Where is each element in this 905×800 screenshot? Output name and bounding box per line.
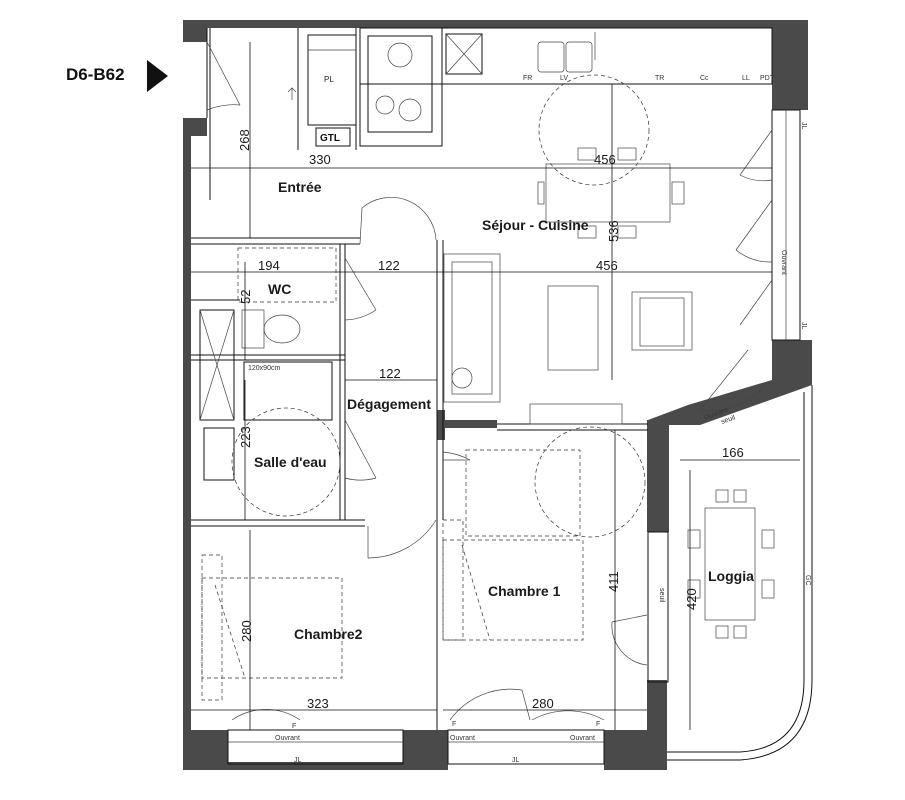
svg-text:LV: LV — [560, 75, 568, 82]
dim-122-mid: 122 — [379, 366, 401, 381]
room-chambre2: Chambre2 — [294, 626, 363, 642]
room-degagement: Dégagement — [347, 396, 431, 412]
svg-text:F: F — [596, 721, 600, 728]
bathroom-fixtures: 120x90cm — [199, 309, 377, 517]
svg-text:PDT: PDT — [760, 75, 775, 82]
svg-text:JL: JL — [800, 122, 807, 130]
interior-walls — [191, 28, 648, 730]
room-salle-eau: Salle d'eau — [254, 454, 327, 470]
dim-330: 330 — [309, 152, 331, 167]
svg-text:Ouvrant: Ouvrant — [275, 735, 300, 742]
svg-text:seuil: seuil — [720, 414, 736, 426]
pl-label: PL — [324, 75, 334, 84]
dim-268: 268 — [237, 129, 252, 151]
svg-text:Ouvrant: Ouvrant — [450, 735, 475, 742]
room-wc: WC — [268, 281, 291, 297]
svg-text:120x90cm: 120x90cm — [248, 365, 280, 372]
dim-420: 420 — [684, 588, 699, 610]
bottom-windows: Ouvrant JL F Ouvrant Ouvrant JL F F — [227, 721, 605, 765]
svg-text:JL: JL — [294, 757, 302, 764]
dim-280-left: 280 — [239, 620, 254, 642]
chambre1-furniture: seuil — [442, 426, 669, 683]
svg-text:FR: FR — [523, 75, 532, 82]
dim-122-top: 122 — [378, 258, 400, 273]
kitchen-counter: FR LV TR Cc LL PDT — [359, 27, 775, 147]
svg-text:TR: TR — [655, 75, 664, 82]
living-area — [443, 253, 693, 425]
loggia-outline: GC — [667, 385, 813, 761]
dim-536: 536 — [606, 220, 621, 242]
dim-194: 194 — [258, 258, 280, 273]
svg-text:seuil: seuil — [658, 588, 665, 603]
room-entree: Entrée — [278, 179, 322, 195]
svg-text:Ouvrant: Ouvrant — [570, 735, 595, 742]
svg-text:GC: GC — [804, 575, 811, 586]
chambre2-furniture — [201, 554, 605, 721]
degagement-doors — [359, 197, 471, 559]
svg-text:F: F — [452, 721, 456, 728]
sejour-windows: Ouvrant JL JL — [735, 109, 807, 341]
svg-text:Cc: Cc — [700, 75, 709, 82]
dim-280-bottom: 280 — [532, 696, 554, 711]
loggia-door: Ouvrant seuil — [699, 349, 766, 426]
svg-text:JL: JL — [512, 757, 520, 764]
dim-411: 411 — [606, 571, 621, 592]
dim-456-mid: 456 — [596, 258, 618, 273]
gtl-label: GTL — [320, 133, 340, 144]
room-sejour-cuisine: Séjour - Cuisine — [482, 217, 589, 233]
svg-text:F: F — [292, 723, 296, 730]
svg-text:LL: LL — [742, 75, 750, 82]
dining-area — [537, 74, 685, 239]
unit-arrow-icon — [147, 60, 168, 92]
room-loggia: Loggia — [708, 568, 754, 584]
entry-door — [206, 41, 241, 111]
dim-52: 52 — [238, 290, 253, 304]
dim-166: 166 — [722, 445, 744, 460]
storage: PL GTL — [287, 34, 357, 147]
dim-323: 323 — [307, 696, 329, 711]
svg-text:JL: JL — [800, 322, 807, 330]
unit-code: D6-B62 — [66, 65, 125, 84]
dim-223: 223 — [238, 426, 253, 448]
exterior-walls — [183, 20, 812, 770]
dimension-lines — [191, 42, 800, 730]
room-chambre1: Chambre 1 — [488, 583, 561, 599]
svg-text:Ouvrant: Ouvrant — [780, 250, 787, 275]
dim-456-top: 456 — [594, 152, 616, 167]
wc-fixtures — [237, 247, 377, 349]
